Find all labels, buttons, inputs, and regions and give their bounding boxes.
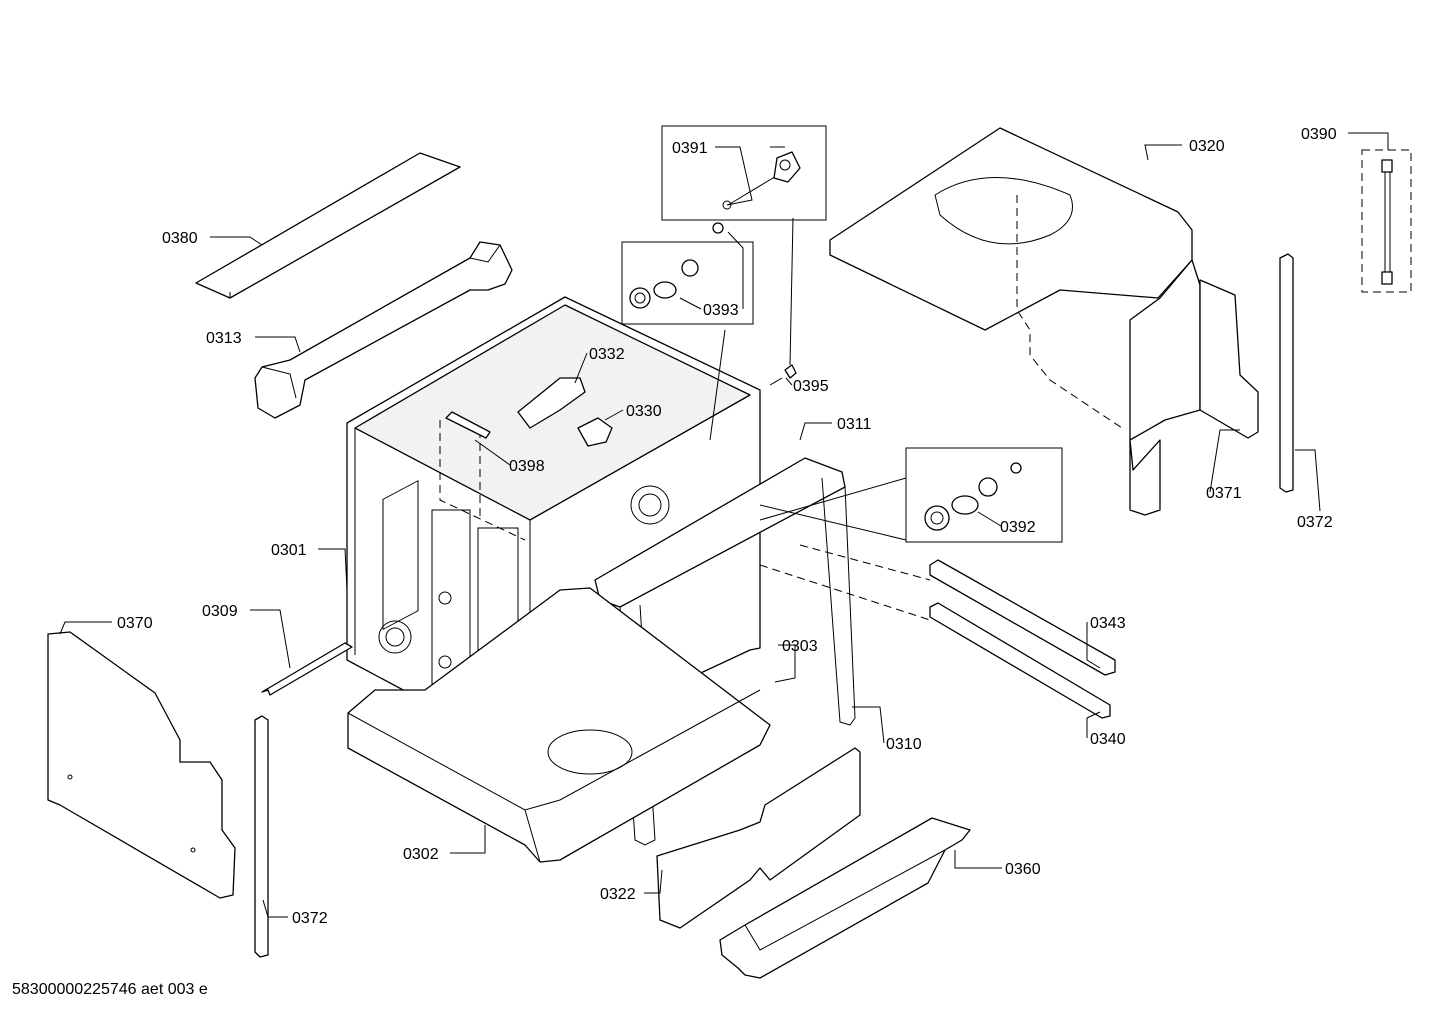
part-0340-rail xyxy=(929,602,1111,719)
callout-0393: 0393 xyxy=(703,302,739,319)
callout-0340: 0340 xyxy=(1090,731,1126,748)
leader-lines xyxy=(59,132,1389,918)
callout-0311: 0311 xyxy=(837,416,872,433)
part-0390-hose-kit xyxy=(1361,149,1412,293)
part-0343-rail xyxy=(929,559,1116,676)
part-0313-upper-bracket xyxy=(254,241,513,419)
part-0302-base-tray xyxy=(347,587,771,863)
callout-0310: 0310 xyxy=(886,736,922,753)
detail-box-0392 xyxy=(759,447,1063,543)
callout-0343: 0343 xyxy=(1090,615,1126,632)
part-0309-bracket xyxy=(261,642,353,696)
callout-0309: 0309 xyxy=(202,603,238,620)
part-0330-latch xyxy=(577,417,613,447)
part-0380-cover-strip xyxy=(195,152,461,299)
callout-0313: 0313 xyxy=(206,330,242,347)
part-0372-right-strip xyxy=(1279,253,1294,493)
part-0320-top-insulation xyxy=(829,127,1201,516)
callout-0303: 0303 xyxy=(782,638,818,655)
part-0372-left-strip xyxy=(254,715,269,958)
callout-0330: 0330 xyxy=(626,403,662,420)
part-0371-side-bracket xyxy=(1199,279,1259,439)
part-0332-dispenser xyxy=(517,377,586,429)
callout-0372-right: 0372 xyxy=(1297,514,1333,531)
callout-0332: 0332 xyxy=(589,346,625,363)
callout-0320: 0320 xyxy=(1189,138,1225,155)
callout-0395: 0395 xyxy=(793,378,829,395)
part-0395-screw xyxy=(769,364,797,386)
callout-0390: 0390 xyxy=(1301,126,1337,143)
part-0322-front-cover xyxy=(656,747,861,929)
part-0370-side-panel xyxy=(47,631,236,899)
callout-0371: 0371 xyxy=(1206,485,1242,502)
callout-0380: 0380 xyxy=(162,230,198,247)
callout-0391: 0391 xyxy=(672,140,708,157)
callout-0370: 0370 xyxy=(117,615,153,632)
callout-0322: 0322 xyxy=(600,886,636,903)
document-id: 58300000225746 aet 003 e xyxy=(12,981,208,998)
part-0398-holder xyxy=(445,411,491,439)
part-0360-kick-plate xyxy=(719,817,971,979)
callout-0301: 0301 xyxy=(271,542,307,559)
callout-0392: 0392 xyxy=(1000,519,1036,536)
detail-box-0391 xyxy=(661,125,827,221)
callout-0398: 0398 xyxy=(509,458,545,475)
callout-labels: 0380 0313 0301 0309 0370 0372 0302 0322 … xyxy=(117,126,1337,927)
detail-box-0393 xyxy=(621,222,754,325)
callout-0372-left: 0372 xyxy=(292,910,328,927)
callout-0360: 0360 xyxy=(1005,861,1041,878)
callout-0302: 0302 xyxy=(403,846,439,863)
